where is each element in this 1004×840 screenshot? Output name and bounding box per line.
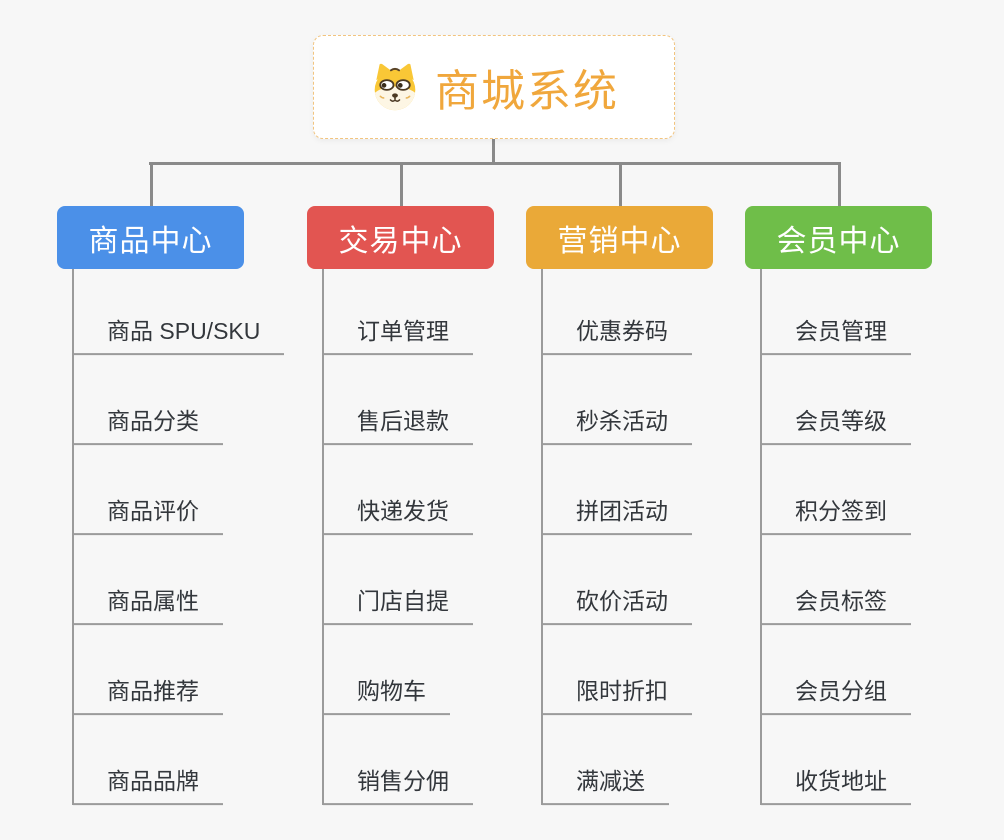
leaf-node[interactable]: 积分签到 <box>761 497 911 535</box>
branch-label: 会员中心 <box>776 224 901 258</box>
branch-node-marketing-center[interactable]: 营销中心 <box>526 206 713 269</box>
branch-node-product-center[interactable]: 商品中心 <box>57 206 244 269</box>
connector-branch-drop <box>619 162 622 206</box>
connector-root-stem <box>492 139 495 165</box>
leaf-node[interactable]: 商品推荐 <box>73 677 223 715</box>
leaf-node[interactable]: 商品属性 <box>73 587 223 625</box>
connector-branch-spine <box>541 269 543 805</box>
leaf-node[interactable]: 收货地址 <box>761 767 911 805</box>
leaf-node[interactable]: 会员等级 <box>761 407 911 445</box>
connector-branch-spine <box>760 269 762 805</box>
root-node[interactable]: 商城系统 <box>313 35 675 139</box>
branch-label: 营销中心 <box>557 224 682 258</box>
leaf-node[interactable]: 秒杀活动 <box>542 407 692 445</box>
root-title: 商城系统 <box>435 67 619 116</box>
connector-bus <box>149 162 841 165</box>
leaf-node[interactable]: 优惠券码 <box>542 317 692 355</box>
leaf-node[interactable]: 门店自提 <box>323 587 473 625</box>
leaf-node[interactable]: 会员标签 <box>761 587 911 625</box>
leaf-node[interactable]: 拼团活动 <box>542 497 692 535</box>
branch-label: 交易中心 <box>338 224 463 258</box>
leaf-node[interactable]: 订单管理 <box>323 317 473 355</box>
leaf-node[interactable]: 商品评价 <box>73 497 223 535</box>
leaf-node[interactable]: 购物车 <box>323 677 450 715</box>
leaf-node[interactable]: 销售分佣 <box>323 767 473 805</box>
leaf-node[interactable]: 限时折扣 <box>542 677 692 715</box>
leaf-node[interactable]: 商品品牌 <box>73 767 223 805</box>
connector-branch-drop <box>838 162 841 206</box>
leaf-node[interactable]: 快递发货 <box>323 497 473 535</box>
connector-branch-spine <box>72 269 74 805</box>
leaf-node[interactable]: 砍价活动 <box>542 587 692 625</box>
connector-branch-spine <box>322 269 324 805</box>
branch-node-member-center[interactable]: 会员中心 <box>745 206 932 269</box>
leaf-node[interactable]: 商品 SPU/SKU <box>73 317 285 355</box>
leaf-node[interactable]: 会员分组 <box>761 677 911 715</box>
branch-node-trade-center[interactable]: 交易中心 <box>307 206 494 269</box>
leaf-node[interactable]: 满减送 <box>542 767 669 805</box>
branch-label: 商品中心 <box>88 224 213 258</box>
connector-branch-drop <box>150 162 153 206</box>
dog-face-icon <box>369 62 421 112</box>
leaf-node[interactable]: 售后退款 <box>323 407 473 445</box>
connector-branch-drop <box>400 162 403 206</box>
leaf-node[interactable]: 商品分类 <box>73 407 223 445</box>
leaf-node[interactable]: 会员管理 <box>761 317 911 355</box>
